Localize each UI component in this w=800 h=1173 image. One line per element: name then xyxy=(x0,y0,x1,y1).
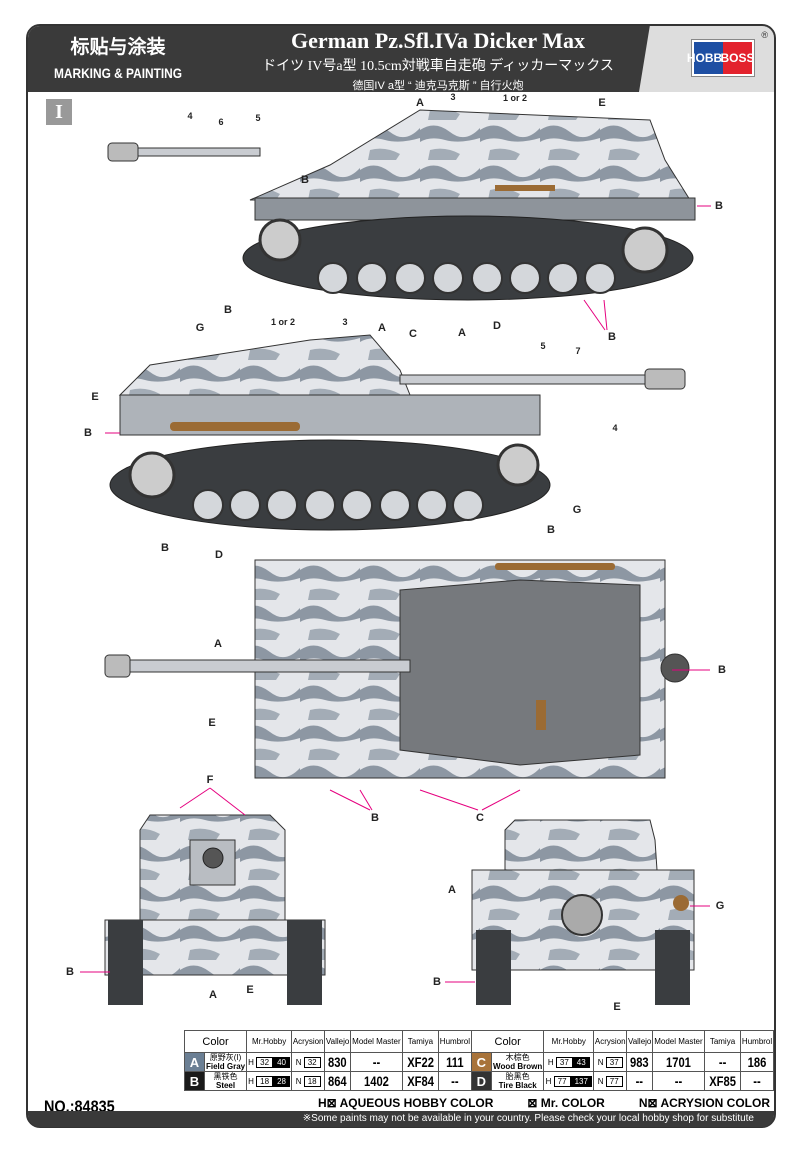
callout-B: B xyxy=(608,331,616,343)
callout-D: D xyxy=(215,549,223,561)
title-cn: 标贴与涂装 xyxy=(70,37,166,58)
callout-A: A xyxy=(209,989,217,1001)
footer-note: ※Some paints may not be available in you… xyxy=(28,1111,774,1127)
subtitle-cn: 德国IV a型 “ 迪克马克斯 ” 自行火炮 xyxy=(352,80,524,92)
callout-C: C xyxy=(476,812,484,824)
callout-G: G xyxy=(715,900,725,912)
rear-view xyxy=(471,819,695,1005)
top-view xyxy=(104,559,690,779)
header: 标贴与涂装 MARKING & PAINTING German Pz.Sfl.I… xyxy=(28,26,774,92)
callout-A: A xyxy=(378,322,386,334)
callout-E: E xyxy=(208,717,216,729)
left-side-view xyxy=(109,334,686,531)
callout-F: F xyxy=(206,774,214,786)
callout-E: E xyxy=(598,97,606,109)
callout-3: 3 xyxy=(342,317,348,327)
callout-D: D xyxy=(493,320,501,332)
callout-A: A xyxy=(448,884,456,896)
callout-B: B xyxy=(433,976,441,988)
callout-B: B xyxy=(547,524,555,536)
section-badge: I xyxy=(46,99,72,125)
callout-A: A xyxy=(458,327,466,339)
title-en: MARKING & PAINTING xyxy=(53,65,183,81)
registered-mark: ® xyxy=(761,30,768,40)
callout-G: G xyxy=(195,322,205,334)
callout-4: 4 xyxy=(187,111,193,121)
legend-aqueous: H⊠ AQUEOUS HOBBY COLOR xyxy=(318,1096,494,1110)
legend-mr-color: ⊠ Mr. COLOR xyxy=(527,1096,605,1110)
page-title: German Pz.Sfl.IVa Dicker Max xyxy=(291,28,585,53)
callout-7: 7 xyxy=(575,346,581,356)
callout-1-or-2: 1 or 2 xyxy=(502,93,528,103)
callout-B: B xyxy=(66,966,74,978)
callout-leaders xyxy=(80,205,711,983)
callout-6: 6 xyxy=(218,117,224,127)
right-side-view xyxy=(107,109,696,301)
callout-E: E xyxy=(91,391,99,403)
callout-5: 5 xyxy=(255,113,261,123)
subtitle-jp: ドイツ IV号a型 10.5cm対戦車自走砲 ディッカーマックス xyxy=(262,59,614,74)
callout-B: B xyxy=(161,542,169,554)
callout-4: 4 xyxy=(612,423,618,433)
callout-E: E xyxy=(613,1001,621,1013)
paint-legend: H⊠ AQUEOUS HOBBY COLOR ⊠ Mr. COLOR N⊠ AC… xyxy=(318,1096,770,1110)
callout-B: B xyxy=(715,200,723,212)
callout-A: A xyxy=(214,638,222,650)
callout-B: B xyxy=(84,427,92,439)
front-view xyxy=(104,814,326,1005)
callout-B: B xyxy=(718,664,726,676)
callout-B: B xyxy=(301,174,309,186)
callout-C: C xyxy=(409,328,417,340)
callout-5: 5 xyxy=(540,341,546,351)
legend-acrysion: N⊠ ACRYSION COLOR xyxy=(638,1096,770,1110)
callout-E: E xyxy=(246,984,254,996)
callout-A: A xyxy=(416,97,424,109)
callout-G: G xyxy=(572,504,582,516)
callout-1-or-2: 1 or 2 xyxy=(270,317,296,327)
callout-B: B xyxy=(371,812,379,824)
callout-B: B xyxy=(224,304,232,316)
callout-3: 3 xyxy=(450,92,456,102)
